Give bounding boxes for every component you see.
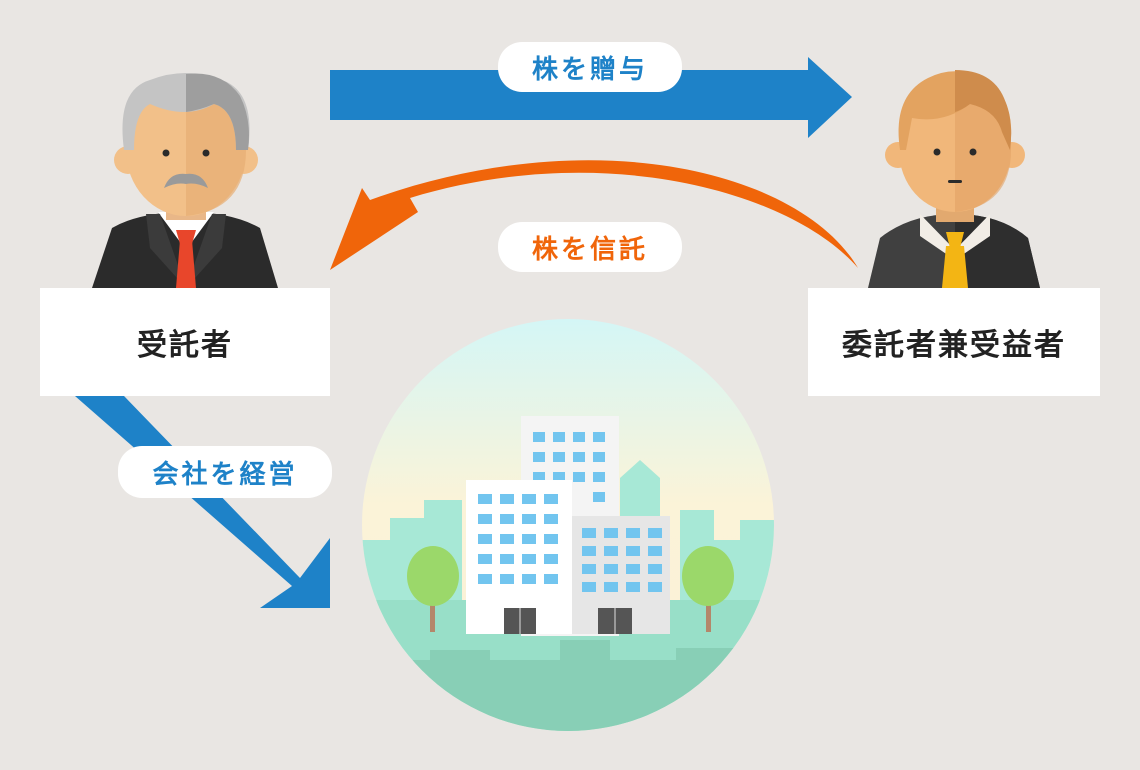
trustee-label: 受託者 (137, 328, 233, 363)
trustee-person-icon (92, 73, 278, 288)
settlor-beneficiary-label: 委託者兼受益者 (842, 328, 1066, 363)
gift-label-text: 株を贈与 (531, 54, 648, 85)
trust-label-text: 株を信託 (531, 234, 648, 265)
gift-arrow-label: 株を贈与 (498, 42, 682, 92)
trust-arrow-label: 株を信託 (498, 222, 682, 272)
manage-arrow (75, 396, 330, 608)
company-illustration (362, 319, 774, 731)
manage-arrow-label: 会社を経営 (118, 446, 332, 498)
settlor-person-icon (868, 70, 1040, 288)
trust-arrow (330, 160, 858, 270)
trustee-node: 受託者 (40, 288, 330, 396)
settlor-beneficiary-node: 委託者兼受益者 (808, 288, 1100, 396)
gift-arrow (330, 57, 852, 138)
manage-label-text: 会社を経営 (152, 459, 298, 490)
